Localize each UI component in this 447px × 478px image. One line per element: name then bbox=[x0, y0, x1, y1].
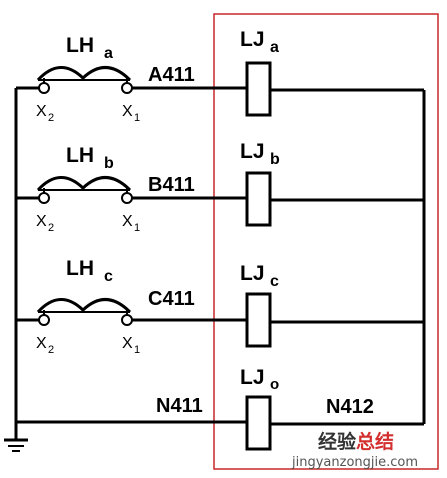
terminal-x1 bbox=[121, 82, 133, 94]
relay-c-sub: c bbox=[270, 273, 279, 290]
ct-a-t2sub: 1 bbox=[134, 112, 140, 124]
ct-c-t1sub: 2 bbox=[48, 344, 54, 356]
relay-a-sub: a bbox=[270, 39, 279, 56]
watermark: 经验 总结 jingyanzongjie.com bbox=[291, 430, 418, 470]
relay-o-sub: o bbox=[270, 376, 279, 393]
ct-a-sub: a bbox=[104, 45, 113, 62]
ct-b-t2sub: 1 bbox=[134, 222, 140, 234]
wire-label-n-in: N411 bbox=[156, 395, 203, 417]
relay-c bbox=[245, 292, 272, 348]
wire-label-a: A411 bbox=[148, 64, 195, 86]
ct-c-t2sub: 1 bbox=[134, 344, 140, 356]
ct-b-t2: X bbox=[122, 213, 133, 230]
terminal-x2 bbox=[38, 314, 50, 326]
ground-icon bbox=[4, 438, 28, 452]
ct-c-t1: X bbox=[36, 335, 47, 352]
relay-a bbox=[245, 61, 272, 117]
ct-a bbox=[16, 66, 133, 94]
ct-a-t2: X bbox=[122, 103, 133, 120]
wire-label-b: B411 bbox=[148, 174, 195, 196]
terminal-x1 bbox=[121, 314, 133, 326]
ct-a-t1: X bbox=[36, 103, 47, 120]
ct-a-t1sub: 2 bbox=[48, 112, 54, 124]
ct-b-sub: b bbox=[104, 155, 114, 172]
relay-b bbox=[245, 171, 272, 227]
ct-c bbox=[16, 298, 133, 326]
relay-c-name: LJ bbox=[240, 262, 265, 285]
ct-c-t2: X bbox=[122, 335, 133, 352]
wire-label-c: C411 bbox=[148, 288, 195, 310]
ct-b-name: LH bbox=[66, 144, 94, 167]
ct-b-t1sub: 2 bbox=[48, 222, 54, 234]
ct-b-t1: X bbox=[36, 213, 47, 230]
relay-b-name: LJ bbox=[240, 140, 265, 163]
relay-o bbox=[245, 395, 272, 451]
wire-label-n-out: N412 bbox=[326, 396, 374, 418]
relay-b-sub: b bbox=[270, 151, 280, 168]
relay-group-box bbox=[213, 13, 439, 470]
ct-c-name: LH bbox=[66, 257, 94, 280]
ct-a-name: LH bbox=[66, 34, 94, 57]
watermark-brand-a: 经验 bbox=[318, 430, 357, 453]
terminal-x2 bbox=[38, 192, 50, 204]
terminal-x2 bbox=[38, 82, 50, 94]
watermark-brand-b: 总结 bbox=[356, 430, 394, 453]
ct-c-sub: c bbox=[104, 268, 113, 285]
relay-o-name: LJ bbox=[240, 366, 265, 389]
terminal-x1 bbox=[121, 192, 133, 204]
watermark-site: jingyanzongjie.com bbox=[291, 455, 418, 470]
ct-b bbox=[16, 176, 133, 204]
relay-a-name: LJ bbox=[240, 28, 265, 51]
